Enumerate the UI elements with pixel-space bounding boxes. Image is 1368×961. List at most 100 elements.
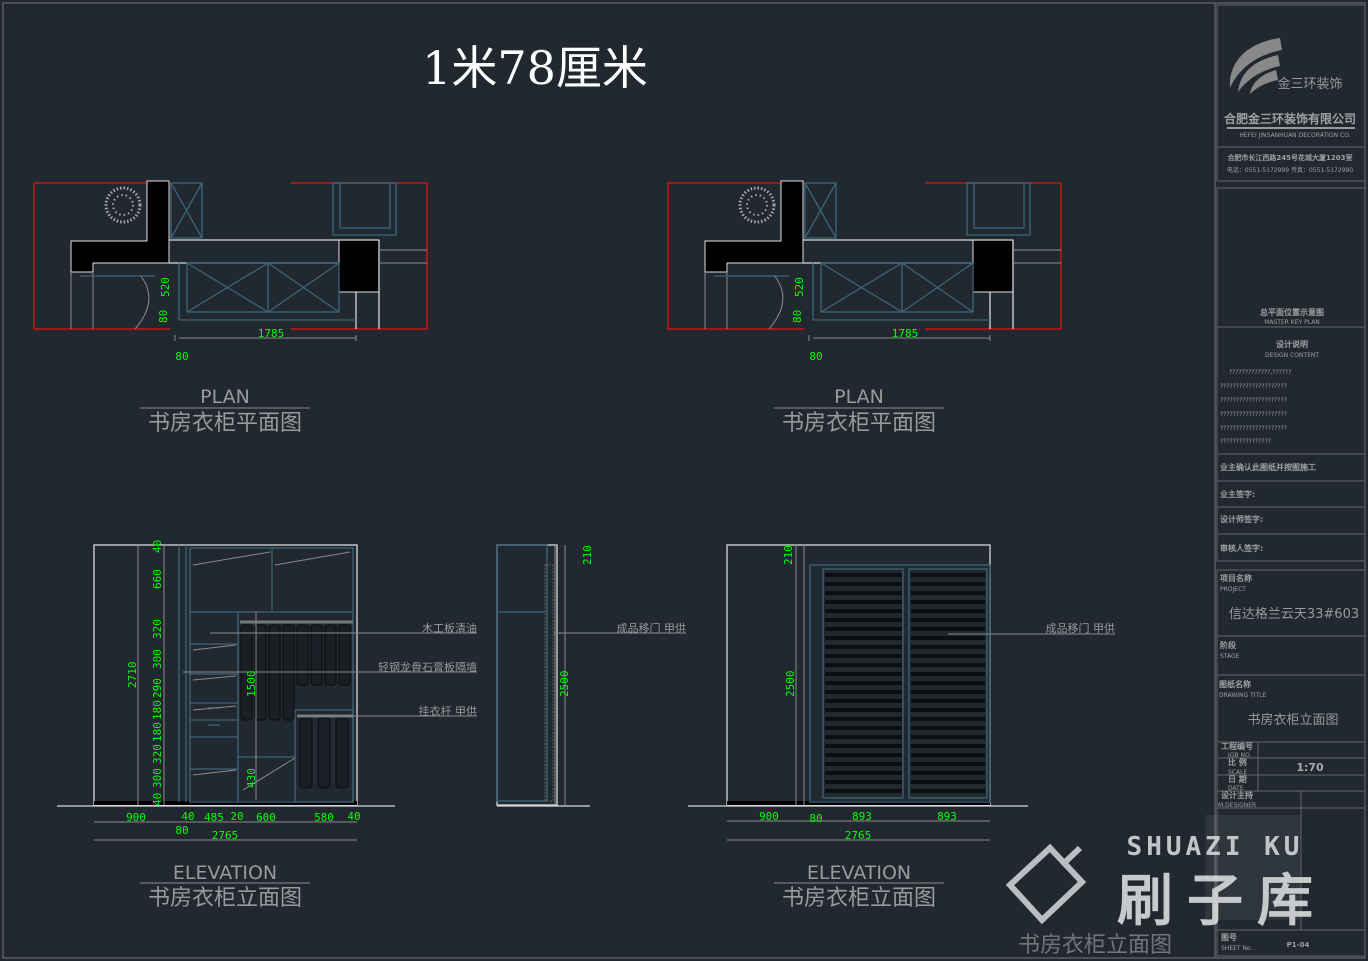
elevation-label-cn: 书房衣柜立面图 [782, 886, 936, 911]
dim-text: 2765 [212, 829, 239, 842]
dim-text: 40 [151, 793, 164, 806]
dim-text: 320 [151, 744, 164, 764]
dim-text: 80 [157, 310, 170, 323]
dim-text: 1785 [258, 327, 285, 340]
louver-slat [825, 744, 902, 748]
louver-slat [911, 726, 985, 730]
dim-text: 80 [175, 824, 188, 837]
dim-text: 893 [852, 810, 872, 823]
louver-slat [825, 672, 902, 676]
company-logo [1229, 38, 1282, 94]
designer-label-en: M.DESIGNER [1218, 802, 1256, 809]
scale-label-en: SCALE [1228, 769, 1247, 776]
dim-text: 580 [314, 811, 334, 824]
elevation-label-en: ELEVATION [173, 862, 277, 884]
stage-label-cn: 阶段 [1220, 640, 1236, 650]
callout-text: 成品移门 甲供 [1046, 621, 1116, 635]
louver-slat [825, 780, 902, 784]
project-label-en: PROJECT [1220, 586, 1246, 593]
dim-text: 660 [151, 569, 164, 589]
dim-text: 893 [937, 810, 957, 823]
louver-slat [911, 789, 985, 793]
dim-text: 290 [151, 678, 164, 698]
dim-text: 520 [159, 277, 172, 297]
louver-slat [911, 708, 985, 712]
project-label-cn: 项目名称 [1220, 573, 1252, 583]
louver-slat [825, 681, 902, 685]
job-no-label-en: JOB NO. [1227, 752, 1251, 759]
louver-slat [825, 762, 902, 766]
dim-text: 485 [204, 811, 224, 824]
scale-label-cn: 比 例 [1228, 757, 1247, 767]
dim-text: 210 [581, 545, 594, 565]
dim-text: 430 [245, 768, 258, 788]
watermark-latin: SHUAZI KU [1127, 832, 1304, 862]
louver-slat [825, 726, 902, 730]
louver-slat [911, 654, 985, 658]
louver-slat [911, 609, 985, 613]
louver-slat [911, 762, 985, 766]
designer-signature-label: 设计师签字: [1220, 514, 1263, 524]
louver-slat [911, 618, 985, 622]
elevation-label-en: ELEVATION [807, 862, 911, 884]
dim-text: 300 [151, 768, 164, 788]
company-address: 合肥市长江西路245号花城大厦1203室 [1226, 153, 1352, 162]
job-no-label-cn: 工程编号 [1221, 741, 1253, 751]
sheet-label-en: SHEET No. [1221, 945, 1253, 952]
project-name: 信达格兰云天33#603 [1229, 606, 1359, 622]
title-block: 金三环装饰 合肥金三环装饰有限公司 HEFEI JINSANHUAN DECOR… [1216, 4, 1366, 957]
dim-text: 900 [126, 811, 146, 824]
stage-label-en: STAGE [1220, 653, 1240, 660]
elevation-right: 成品移门 甲供 210 2500 900 80 893 893 2765 ELE… [688, 544, 1116, 911]
callout-text: 挂衣杆 甲供 [419, 704, 478, 718]
louver-slat [911, 699, 985, 703]
design-note: ????????????????????? [1220, 425, 1287, 432]
callout-text: 成品移门 甲供 [617, 621, 687, 635]
sheet-number: P1-04 [1287, 941, 1310, 949]
louver-slat [911, 645, 985, 649]
watermark-cn: 刷子库 [1117, 869, 1327, 934]
dim-text: 900 [759, 810, 779, 823]
reviewer-signature-label: 审核人签字: [1220, 543, 1263, 553]
owner-signature-label: 业主签字: [1220, 489, 1255, 499]
louver-slat [825, 591, 902, 595]
louver-slat [825, 789, 902, 793]
drawing-title-label-en: DRAWING TITLE [1219, 692, 1267, 699]
dim-text: 2500 [558, 671, 571, 698]
louver-slat [825, 753, 902, 757]
louver-slat [825, 582, 902, 586]
dim-text: 80 [791, 310, 804, 323]
elevation-left: 木工板清油 轻钢龙骨石膏板隔墙 挂衣杆 甲供 40 660 320 300 29… [57, 540, 477, 911]
section-view: 210 2500 成品移门 甲供 [496, 544, 687, 807]
watermark: SHUAZI KU 刷子库 书房衣柜立面图 [1005, 815, 1327, 958]
dim-text: 2710 [126, 662, 139, 689]
company-name-cn: 合肥金三环装饰有限公司 [1224, 111, 1356, 126]
scale-value: 1:70 [1296, 761, 1324, 774]
plan-view-2: 520 80 1785 80 PLAN 书房衣柜平面图 [666, 179, 1063, 436]
design-note: ????????????????????? [1220, 397, 1287, 404]
dim-text: 180 [151, 722, 164, 742]
dim-text: 600 [256, 811, 276, 824]
louver-slat [911, 744, 985, 748]
approval-notice: 业主确认此图纸并按图施工 [1220, 462, 1316, 472]
louver-slat [825, 735, 902, 739]
louver-slat [825, 609, 902, 613]
louver-slat [911, 780, 985, 784]
sheet-title: 1米78厘米 [422, 41, 648, 95]
dim-text: 40 [181, 810, 194, 823]
drawing-title-label-cn: 图纸名称 [1219, 679, 1251, 689]
louver-slat [825, 636, 902, 640]
louver-slat [825, 573, 902, 577]
louver-slat [825, 771, 902, 775]
dim-text: 320 [151, 619, 164, 639]
callout-text: 木工板清油 [422, 621, 477, 635]
dim-text: 520 [793, 277, 806, 297]
dim-text: 180 [151, 700, 164, 720]
design-note: ???????????????? [1220, 438, 1271, 445]
louver-slat [825, 717, 902, 721]
louver-slat [825, 654, 902, 658]
company-phone: 电话：0551-5172999 传真：0551-5172990 [1227, 166, 1353, 174]
dim-text: 80 [809, 812, 822, 825]
louver-slat [911, 672, 985, 676]
watermark-ghost-text: 书房衣柜立面图 [1018, 933, 1172, 958]
